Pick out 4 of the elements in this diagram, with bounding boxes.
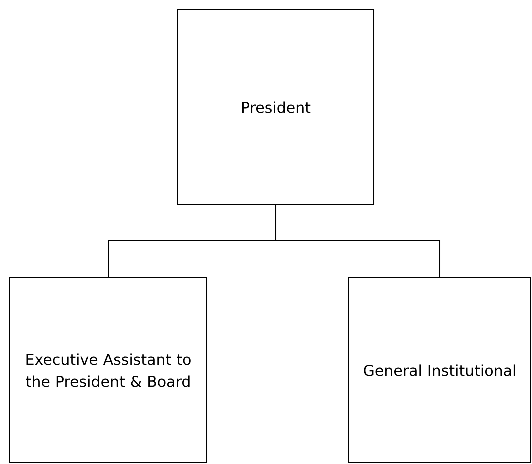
org-box: President xyxy=(178,10,374,206)
org-box: Executive Assistant to the President & Board xyxy=(10,278,208,464)
connector-line xyxy=(276,205,440,278)
org-box: General Institutional xyxy=(348,278,532,464)
